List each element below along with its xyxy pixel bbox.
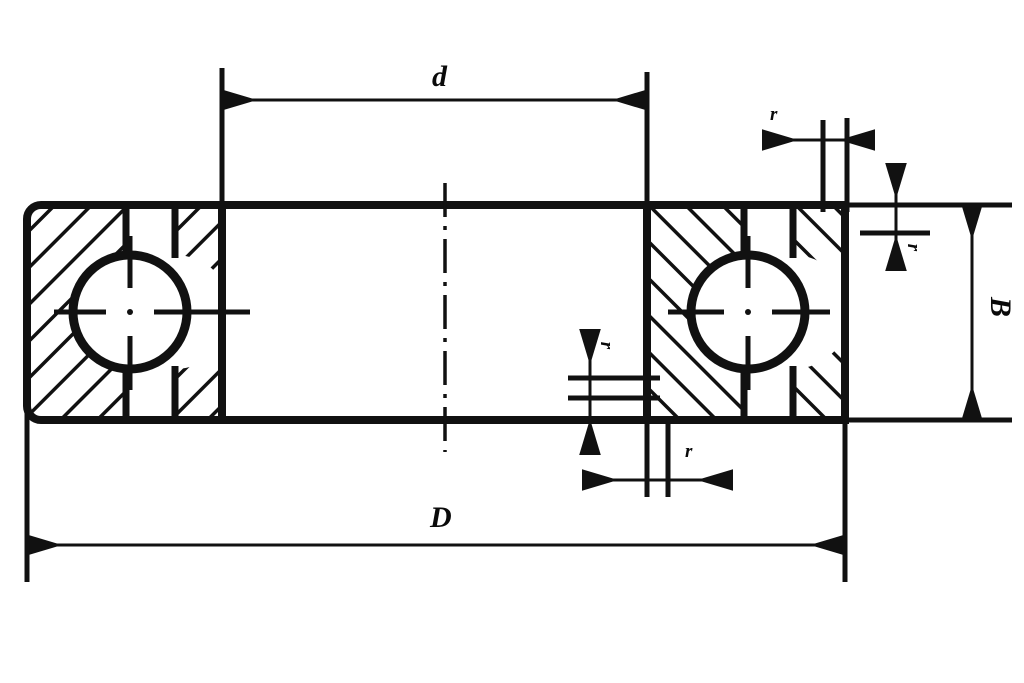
label-fillet-right-vertical: r: [903, 243, 925, 252]
ball-left-center-dot: [127, 309, 133, 315]
label-fillet-inner-vertical: r: [596, 341, 618, 350]
label-bore-diameter: d: [432, 60, 447, 93]
bore-region: [222, 201, 647, 424]
fillet-detail-top-right: [762, 118, 930, 271]
label-outside-diameter: D: [430, 501, 452, 534]
bearing-right-section: [643, 201, 850, 424]
fillet-detail-inner: [568, 329, 733, 497]
label-bearing-width: B: [984, 296, 1018, 318]
bearing-left-section: [23, 201, 250, 424]
dimension-d: [219, 68, 650, 212]
dimension-D: [24, 412, 848, 582]
ball-right-center-dot: [745, 309, 751, 315]
label-fillet-inner-bottom: r: [685, 441, 693, 462]
label-fillet-top-right: r: [770, 104, 778, 125]
left-block-outline: [23, 201, 226, 424]
